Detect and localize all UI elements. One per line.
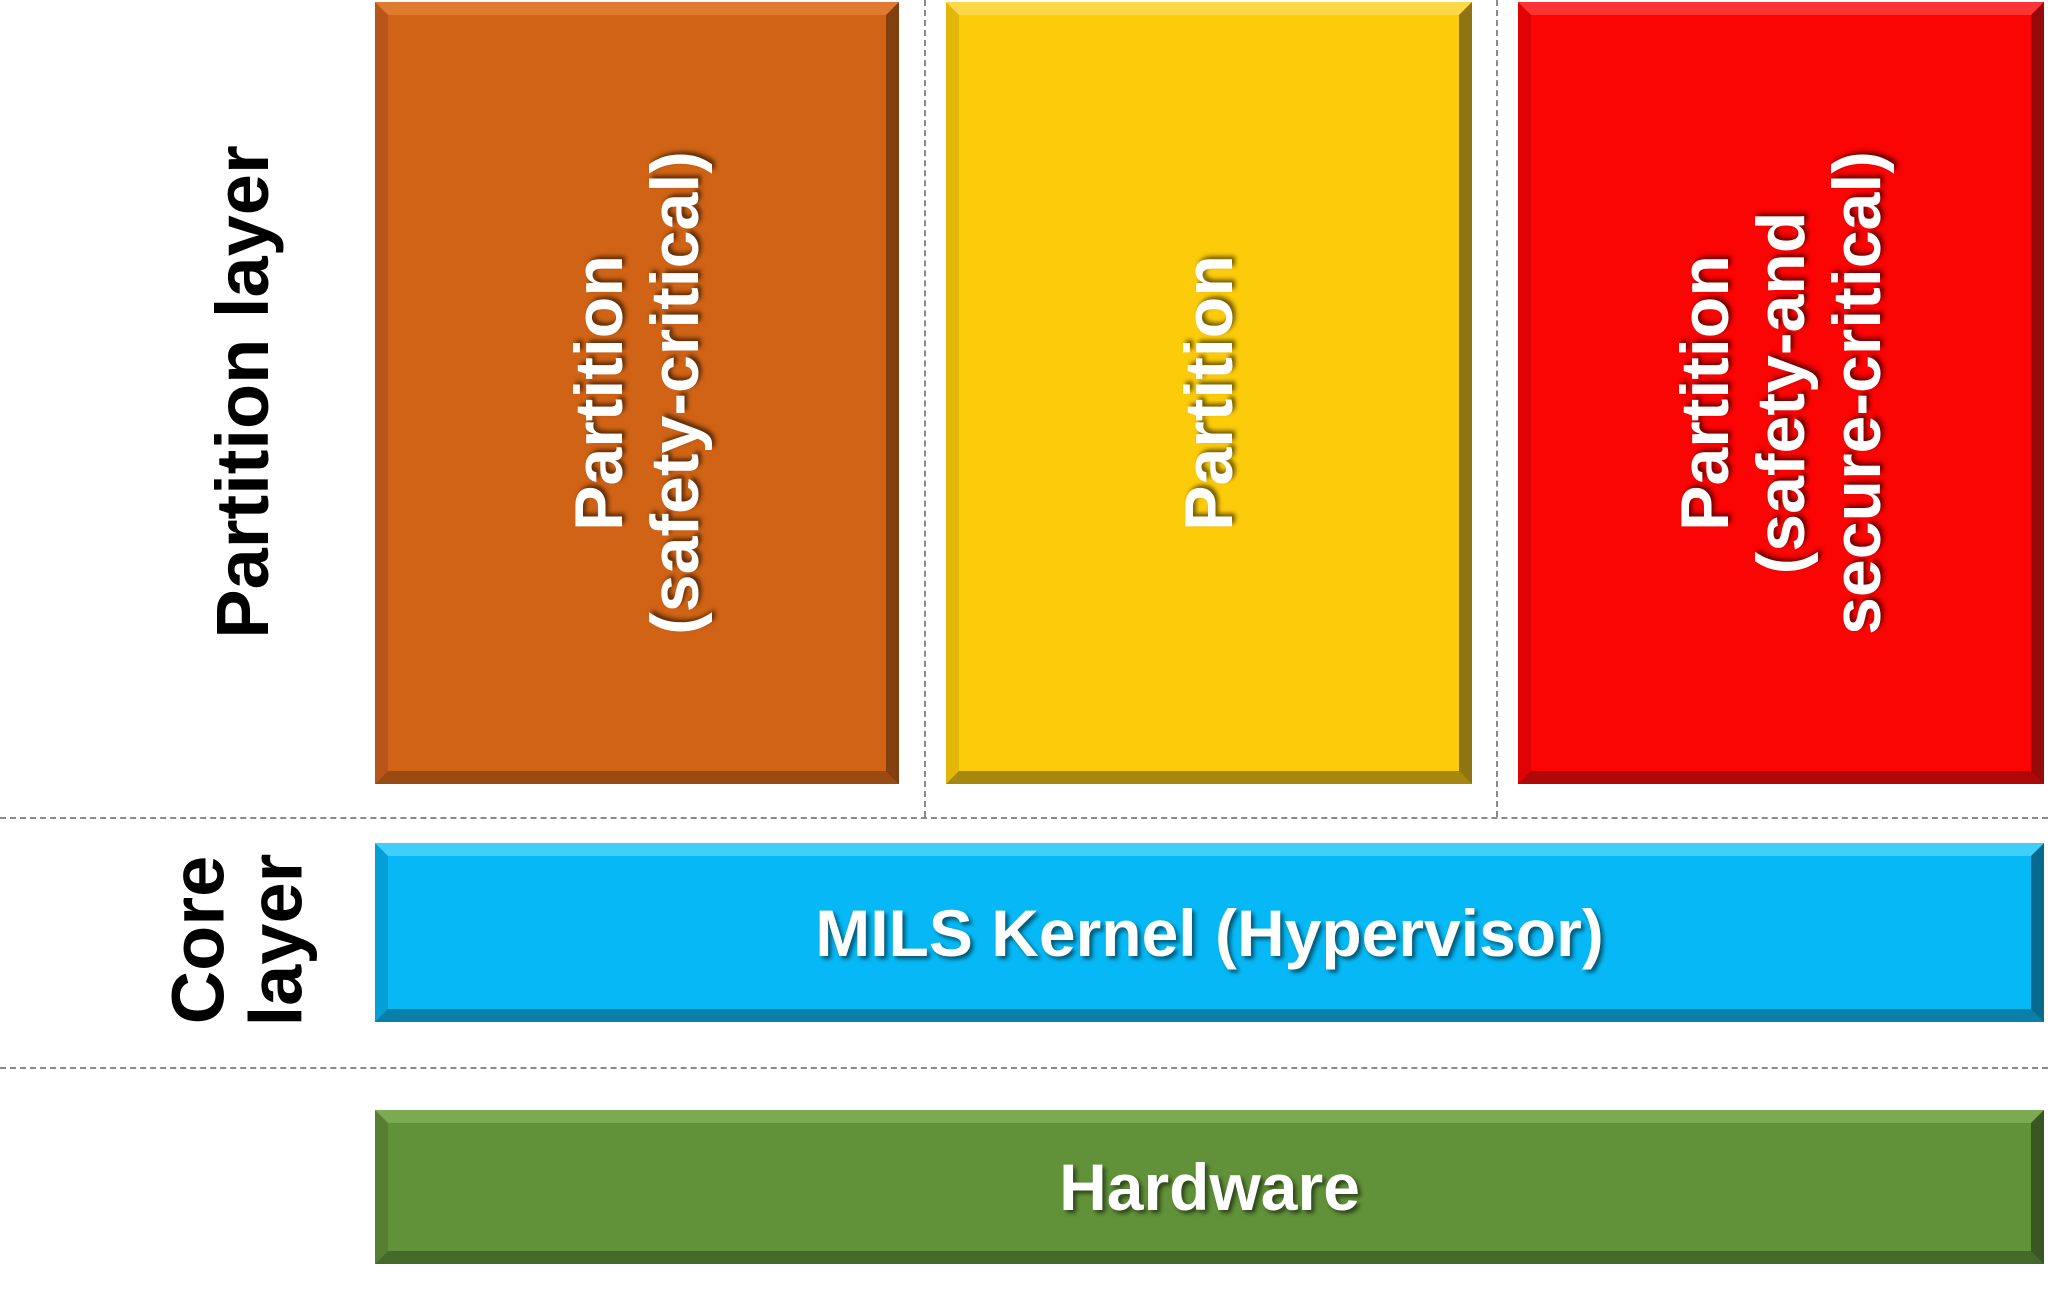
- partition-layer-label: Partition layer: [201, 145, 284, 639]
- partition-block-general: Partition: [946, 2, 1472, 784]
- partition-separator-1: [924, 0, 926, 817]
- partition-1-line1: Partition: [560, 255, 637, 531]
- mils-kernel-bar: MILS Kernel (Hypervisor): [375, 843, 2044, 1022]
- partition-core-separator: [0, 817, 2048, 819]
- partition-layer-label-text: Partition layer: [201, 145, 284, 639]
- partition-3-label: Partition (safety-and secure-critical): [1667, 151, 1895, 635]
- core-layer-label: Core layer: [156, 853, 317, 1027]
- partition-2-label: Partition: [1171, 255, 1247, 531]
- mils-kernel-label: MILS Kernel (Hypervisor): [815, 895, 1604, 970]
- partition-3-line2: (safety-and: [1742, 211, 1819, 575]
- partition-3-line1: Partition: [1666, 255, 1743, 531]
- core-layer-label-line2: layer: [234, 853, 317, 1027]
- core-layer-label-line1: Core: [156, 855, 240, 1025]
- partition-block-safety-secure-critical: Partition (safety-and secure-critical): [1518, 2, 2044, 784]
- hardware-bar: Hardware: [375, 1110, 2044, 1264]
- partition-block-safety-critical: Partition (safety-critical): [375, 2, 899, 784]
- partition-1-line2: (safety-critical): [637, 151, 713, 635]
- hardware-label: Hardware: [1059, 1150, 1360, 1224]
- partition-1-label: Partition (safety-critical): [561, 151, 713, 635]
- partition-2-line1: Partition: [1170, 255, 1247, 531]
- core-hardware-separator: [0, 1067, 2048, 1069]
- partition-separator-2: [1496, 0, 1498, 817]
- partition-3-line3: secure-critical): [1819, 151, 1896, 635]
